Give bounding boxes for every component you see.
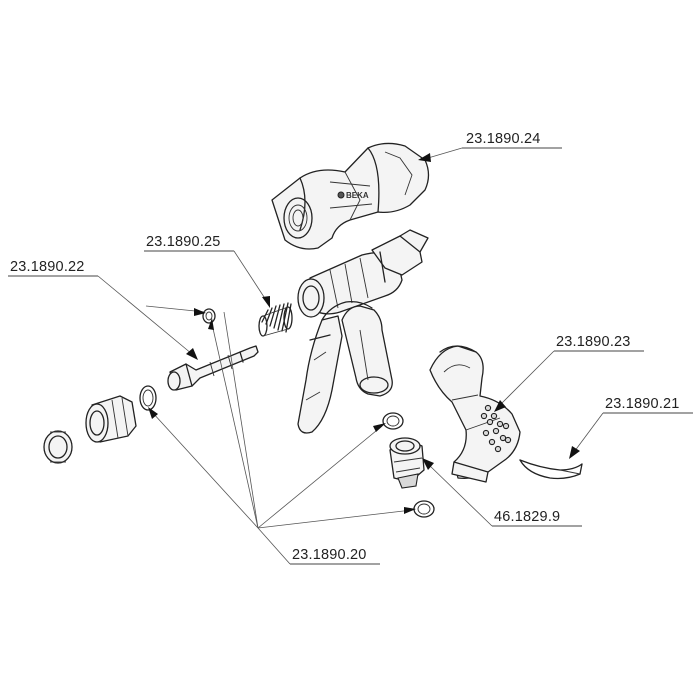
label-46-1829-9: 46.1829.9 [494,509,560,525]
callout-23-1890-20: 23.1890.20 [148,311,416,565]
label-23-1890-23: 23.1890.23 [556,334,631,350]
spring-part [258,302,293,337]
callout-23-1890-24: 23.1890.24 [418,131,562,162]
o-ring-right-lower [413,500,435,518]
guard-sleeve-part: BEKA [271,142,430,250]
callout-46-1829-9: 46.1829.9 [422,458,582,527]
callout-23-1890-21: 23.1890.21 [569,396,693,459]
brand-logo-text: BEKA [346,191,369,200]
grip-texture [480,404,512,453]
label-23-1890-21: 23.1890.21 [605,396,680,412]
label-23-1890-25: 23.1890.25 [146,234,221,250]
valve-stem-part [167,345,259,391]
gun-body-part [297,229,429,434]
ring-collar-part [43,430,73,464]
threaded-nut-part [85,395,137,443]
label-23-1890-22: 23.1890.22 [10,259,85,275]
o-ring-small-top [202,308,216,324]
callout-23-1890-25: 23.1890.25 [144,234,270,308]
fitting-part [389,437,425,489]
callout-23-1890-22: 23.1890.22 [8,259,206,360]
o-ring-right-upper [382,412,404,430]
o-ring-left [139,385,157,411]
callout-23-1890-23: 23.1890.23 [494,334,644,412]
retaining-clip-part [519,459,583,480]
label-23-1890-20: 23.1890.20 [292,547,367,563]
label-23-1890-24: 23.1890.24 [466,131,541,147]
handle-grip-part [429,345,521,483]
